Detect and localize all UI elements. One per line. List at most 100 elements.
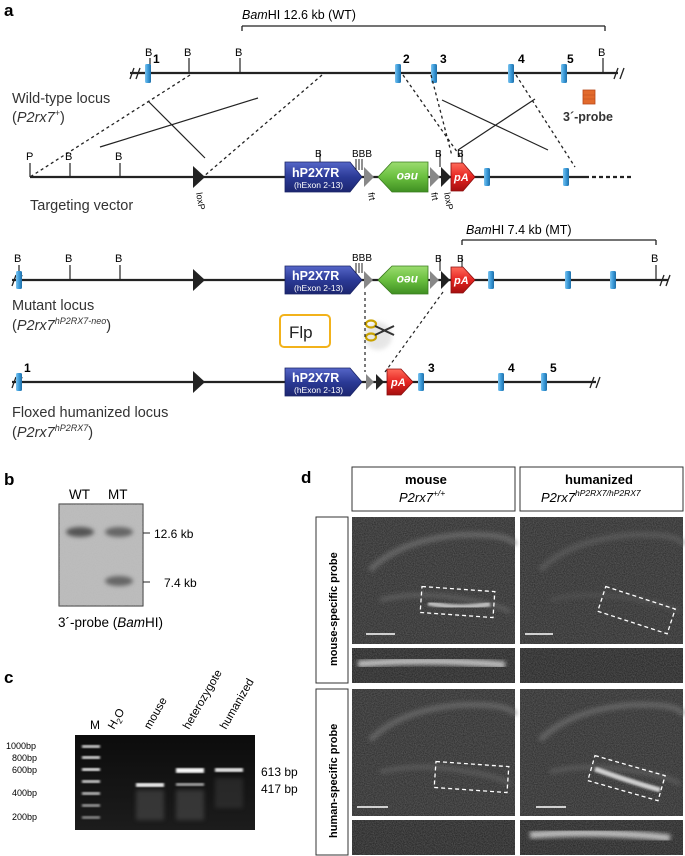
ladder-1000: 1000bp <box>6 741 36 751</box>
hp2x7r-subtitle: (hExon 2-13) <box>294 180 343 190</box>
wildtype-locus-genotype: (P2rx7+) <box>12 108 65 126</box>
exon-block <box>610 271 616 289</box>
band-wt-12.6 <box>66 527 94 537</box>
exon-block <box>431 64 437 83</box>
southern-lane-wt: WT <box>69 487 90 502</box>
panel-d-letter: d <box>301 468 311 487</box>
scissors-icon <box>364 319 395 350</box>
homology-cross-left <box>99 97 259 159</box>
exon-block <box>484 168 490 186</box>
band-mt-12.6 <box>105 527 133 537</box>
column-genotype-mouse: P2rx7+/+ <box>399 488 445 505</box>
loxp-triangle <box>376 374 384 390</box>
hp2x7r-title: hP2X7R <box>292 371 339 385</box>
mutant-locus: B B B hP2X7R (hExon 2-13) BBB neo B pA B… <box>11 253 671 295</box>
loxp-triangle <box>441 167 451 187</box>
gel-lane-mouse: mouse <box>142 696 170 732</box>
vector-bbb: BBB <box>352 149 372 160</box>
vector-bsite: B <box>435 149 442 160</box>
column-title-humanized: humanized <box>565 472 633 487</box>
wt-bsite: B <box>184 47 191 59</box>
pa-cassette <box>386 368 414 396</box>
mutant-locus-label: Mutant locus <box>12 298 94 314</box>
wt-bsite: B <box>598 47 605 59</box>
ladder-200: 200bp <box>12 812 37 822</box>
homology-cross-right <box>441 98 549 151</box>
column-title-mouse: mouse <box>405 472 447 487</box>
ish-humanized-mouseprobe <box>520 517 685 644</box>
loxp-label: loxP <box>442 192 455 211</box>
hp2x7r-title: hP2X7R <box>292 166 339 180</box>
exon-block <box>395 64 401 83</box>
pa-cassette <box>450 162 476 192</box>
mutant-bsite: B <box>435 254 442 265</box>
hp2x7r-cassette <box>284 161 363 193</box>
probe-label: 3´-probe <box>563 110 613 124</box>
gel-lane-heterozygote: heterozygote <box>181 668 225 732</box>
p-site: P <box>26 151 33 163</box>
frt-triangle <box>364 271 373 289</box>
exon-block <box>145 64 151 83</box>
exon-number: 5 <box>567 52 574 66</box>
exon-number: 5 <box>550 361 557 375</box>
row-header-human-probe <box>315 688 349 856</box>
loxp-triangle <box>441 271 450 289</box>
flp-box <box>279 314 331 348</box>
ladder-800: 800bp <box>12 753 37 763</box>
exon-block <box>16 271 22 289</box>
ish-mouse-mouseprobe-zoom <box>352 648 515 683</box>
neo-label: neo <box>397 273 418 287</box>
frt-triangle <box>430 271 439 289</box>
frt-label: frt <box>429 192 440 202</box>
pa-label: pA <box>453 172 469 184</box>
column-header-humanized <box>519 466 684 512</box>
wildtype-locus-line: B B B B 1 2 3 4 5 <box>129 47 625 83</box>
frt-triangle <box>430 167 440 187</box>
southern-size-7.4: 7.4 kb <box>164 576 197 590</box>
ish-humanized-humanprobe-zoom <box>520 820 683 855</box>
hp2x7r-subtitle: (hExon 2-13) <box>294 385 343 395</box>
correspondence-lines-bottom <box>364 291 444 373</box>
floxed-locus-label: Floxed humanized locus <box>12 405 168 421</box>
ish-mouse-humanprobe <box>352 689 518 816</box>
row-label-mouse-probe: mouse-specific probe <box>328 552 340 666</box>
gel-lane-h2o: H2O <box>106 707 129 733</box>
loxp-triangle <box>193 166 205 188</box>
exon-number: 2 <box>403 52 410 66</box>
gel-lane-humanized: humanized <box>218 677 257 732</box>
exon-number: 3 <box>440 52 447 66</box>
loxp-triangle <box>193 371 205 393</box>
exon-number: 4 <box>508 361 515 375</box>
targeting-vector-label: Targeting vector <box>30 198 133 214</box>
ish-humanized-mouseprobe-zoom <box>520 648 683 683</box>
mutant-locus-genotype: (P2rx7hP2RX7-neo) <box>12 316 111 334</box>
mutant-bsite: B <box>115 253 122 265</box>
mutant-bsite: B <box>14 253 21 265</box>
exon-block <box>488 271 494 289</box>
flp-label: Flp <box>289 323 313 342</box>
exon-number: 3 <box>428 361 435 375</box>
pa-cassette <box>450 266 476 294</box>
mutant-bsite: B <box>65 253 72 265</box>
band-label-613: 613 bp <box>261 765 298 779</box>
gel-lane-m: M <box>90 718 100 732</box>
wt-bsite: B <box>145 47 152 59</box>
floxed-locus-genotype: (P2rx7hP2RX7) <box>12 423 93 441</box>
southern-lane-mt: MT <box>108 487 128 502</box>
loxp-label: loxP <box>194 192 207 211</box>
pa-label: pA <box>453 275 469 287</box>
exon-number: 1 <box>153 52 160 66</box>
exon-number: 1 <box>24 361 31 375</box>
exon-block <box>16 373 22 391</box>
exon-block <box>563 168 569 186</box>
column-header-mouse <box>351 466 516 512</box>
neo-cassette <box>377 161 429 193</box>
vector-bsite: B <box>65 151 72 163</box>
probe-marker <box>582 89 596 105</box>
targeting-vector: P B B loxP hP2X7R (hExon 2-13) B BBB frt… <box>26 149 632 211</box>
bamhi-mt-bracket: BamHI 7.4 kb (MT) <box>461 223 657 245</box>
floxed-humanized-locus: 1 hP2X7R (hExon 2-13) pA 3 4 5 <box>11 361 601 397</box>
mutant-bbb: BBB <box>352 253 372 264</box>
loxp-triangle <box>193 269 205 291</box>
